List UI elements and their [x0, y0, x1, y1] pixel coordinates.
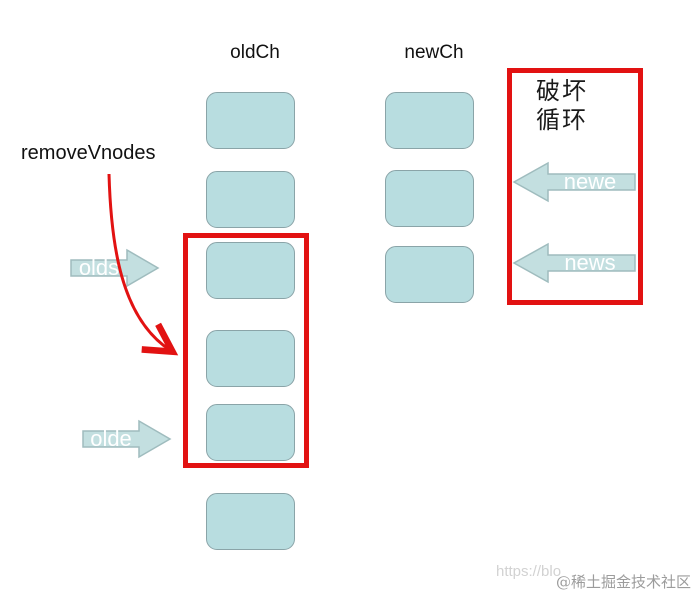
- remove-vnodes-label: removeVnodes: [21, 142, 156, 164]
- olde-pointer-label: olde: [90, 426, 132, 451]
- old-vnode-6: [206, 493, 295, 550]
- break-loop-box: 破坏 循环: [507, 68, 643, 305]
- old-children-label: oldCh: [230, 42, 280, 63]
- news-pointer-arrow: news: [512, 241, 636, 285]
- old-vnode-3: [206, 242, 295, 299]
- new-children-label: newCh: [404, 42, 464, 63]
- watermark-url: https://blo: [496, 563, 562, 580]
- watermark-site: @稀土掘金技术社区: [556, 573, 691, 591]
- newe-pointer-arrow: newe: [512, 160, 636, 204]
- break-loop-text: 破坏 循环: [536, 77, 588, 135]
- new-vnode-2: [385, 170, 474, 227]
- new-vnode-3: [385, 246, 474, 303]
- break-loop-line2: 循环: [536, 106, 588, 134]
- old-vnode-2: [206, 171, 295, 228]
- left-arrow-icon: [512, 242, 636, 284]
- olds-pointer-arrow: olds: [70, 248, 160, 288]
- old-vnode-5: [206, 404, 295, 461]
- break-loop-line1: 破坏: [536, 77, 588, 105]
- olde-pointer-arrow: olde: [82, 419, 172, 459]
- newe-pointer-label: newe: [563, 169, 617, 194]
- new-vnode-1: [385, 92, 474, 149]
- news-pointer-label: news: [564, 250, 616, 275]
- right-arrow-icon: [82, 419, 172, 459]
- left-arrow-icon: [512, 161, 636, 203]
- removed-range-highlight-box: [183, 233, 309, 468]
- old-vnode-1: [206, 92, 295, 149]
- old-vnode-4: [206, 330, 295, 387]
- olds-pointer-label: olds: [78, 255, 120, 280]
